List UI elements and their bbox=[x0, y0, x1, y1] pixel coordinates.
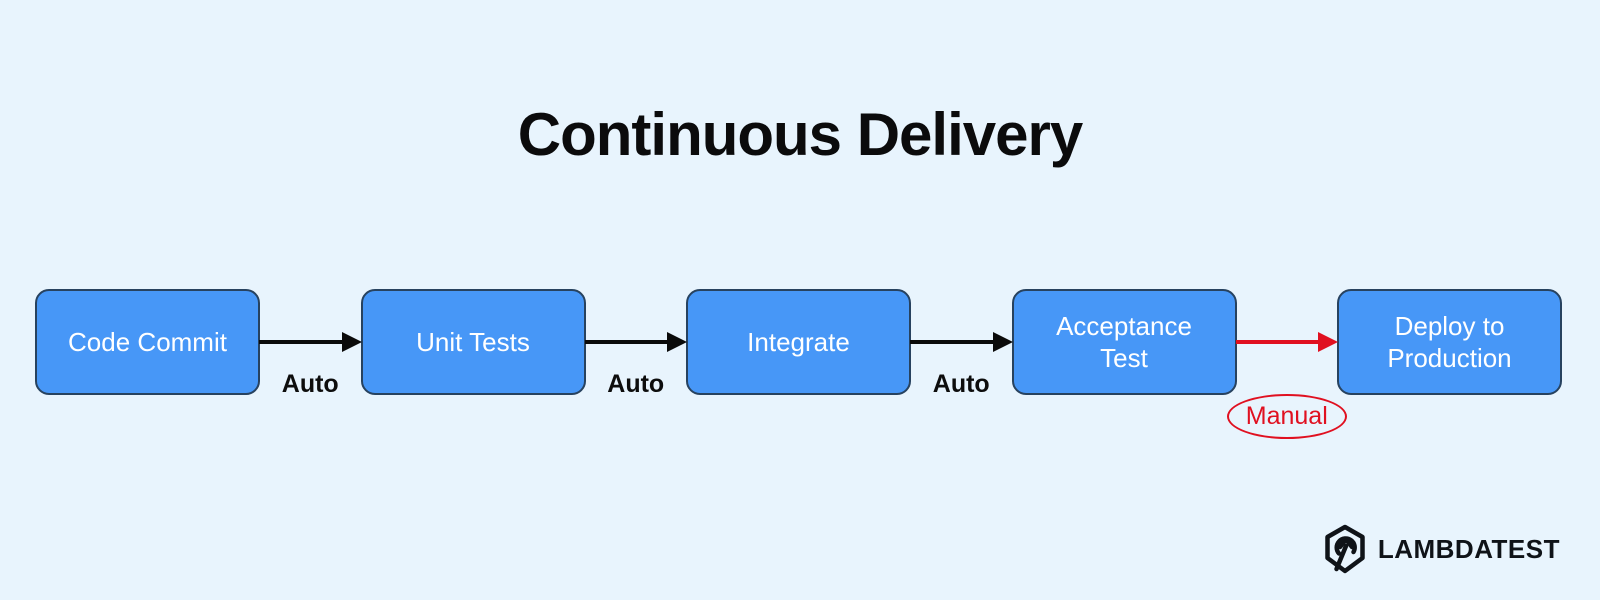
arrow-line bbox=[259, 340, 344, 344]
lambdatest-logo: LAMBDATEST bbox=[1320, 522, 1560, 576]
arrow-head-icon bbox=[341, 332, 362, 352]
arrow-line-red bbox=[1235, 340, 1320, 344]
arrow-line bbox=[584, 340, 669, 344]
node-unit-tests: Unit Tests bbox=[360, 289, 586, 395]
node-label: Unit Tests bbox=[416, 326, 530, 357]
connector-label-auto: Auto bbox=[281, 370, 339, 398]
connector-label-manual: Manual bbox=[1245, 402, 1328, 430]
connector-auto-2: Auto bbox=[584, 289, 687, 398]
connector-auto-1: Auto bbox=[259, 289, 362, 398]
lambdatest-hexagon-arrow-icon bbox=[1325, 524, 1365, 574]
node-label: Integrate bbox=[747, 326, 850, 357]
node-code-commit: Code Commit bbox=[35, 289, 260, 395]
pipeline-flow: Code Commit Auto Unit Tests Auto Integra… bbox=[35, 289, 1562, 439]
arrow-head-icon bbox=[992, 332, 1013, 352]
connector-manual: Manual bbox=[1226, 289, 1347, 439]
arrow-line bbox=[910, 340, 995, 344]
node-integrate: Integrate bbox=[686, 289, 911, 395]
node-deploy-to-production: Deploy to Production bbox=[1337, 289, 1562, 395]
arrow-head-red-icon bbox=[1318, 332, 1338, 352]
connector-label-auto: Auto bbox=[607, 370, 665, 398]
arrow-head-icon bbox=[667, 332, 687, 352]
node-acceptance-test: Acceptance Test bbox=[1011, 289, 1237, 395]
connector-auto-3: Auto bbox=[910, 289, 1013, 398]
manual-label-ellipse: Manual bbox=[1226, 394, 1347, 439]
node-label: Code Commit bbox=[68, 326, 227, 357]
node-label: Acceptance Test bbox=[1056, 310, 1192, 374]
node-label: Deploy to Production bbox=[1387, 310, 1512, 374]
lambdatest-wordmark: LAMBDATEST bbox=[1377, 533, 1560, 564]
connector-label-auto: Auto bbox=[932, 370, 990, 398]
diagram-title: Continuous Delivery bbox=[517, 101, 1083, 168]
